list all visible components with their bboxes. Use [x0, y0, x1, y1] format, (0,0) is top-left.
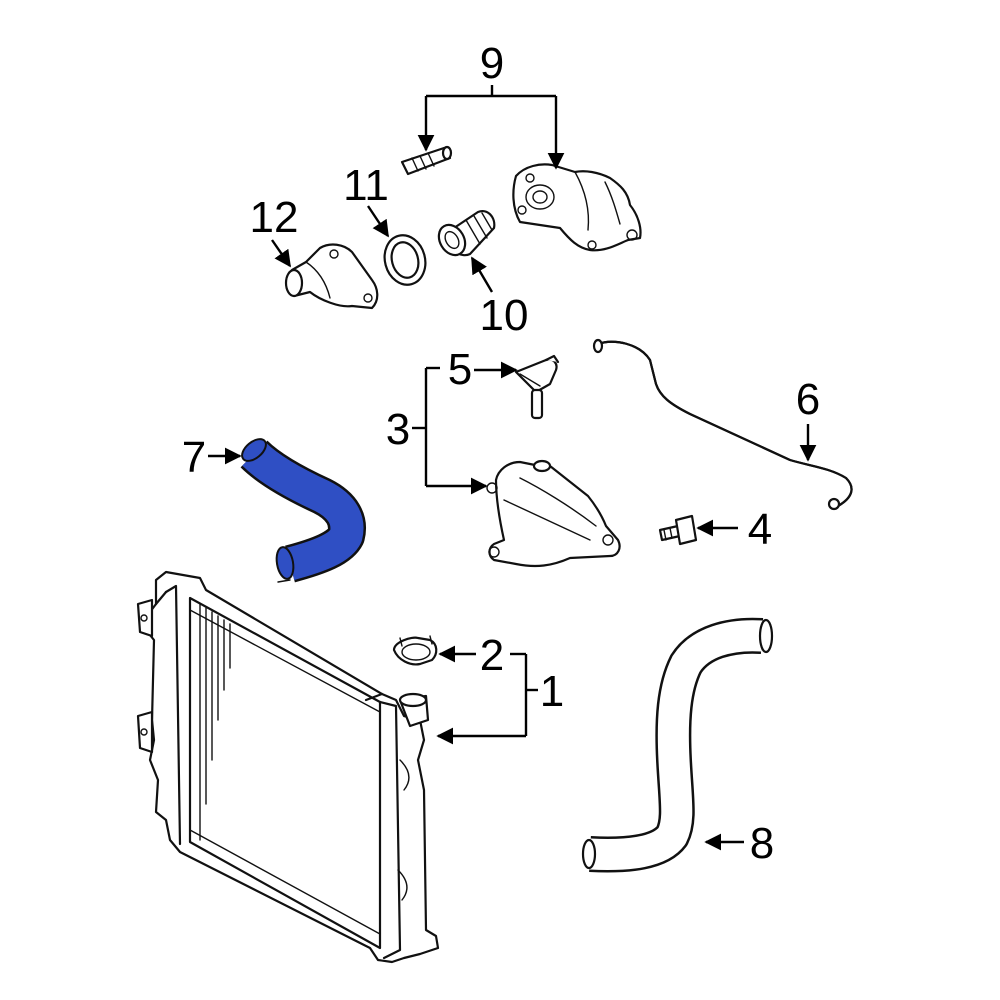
part-10-thermostat[interactable]	[434, 210, 496, 260]
part-12-water-inlet[interactable]	[284, 243, 379, 310]
part-9-stud[interactable]	[400, 145, 453, 176]
callout-12: 12	[250, 193, 299, 242]
part-8-lower-hose[interactable]	[581, 617, 774, 873]
callout-11: 11	[343, 161, 389, 210]
part-4-bolt[interactable]	[658, 514, 698, 546]
part-3-reservoir[interactable]	[486, 459, 621, 568]
part-9-thermostat-housing[interactable]	[512, 163, 642, 252]
callout-4: 4	[748, 505, 772, 554]
part-2-radiator-cap[interactable]	[392, 635, 438, 666]
callout-7: 7	[182, 433, 206, 482]
part-7-upper-hose[interactable]	[238, 435, 366, 583]
leader-lines	[208, 85, 817, 851]
callout-10: 10	[480, 291, 529, 340]
part-5-cap[interactable]	[514, 354, 560, 420]
callout-2: 2	[480, 631, 504, 680]
callout-9: 9	[480, 39, 504, 88]
callout-8: 8	[750, 819, 774, 868]
callout-3: 3	[386, 405, 410, 454]
callout-5: 5	[448, 345, 472, 394]
part-6-overflow-hose[interactable]	[592, 338, 853, 511]
callout-1: 1	[540, 667, 564, 716]
part-11-gasket[interactable]	[379, 231, 431, 290]
callout-6: 6	[796, 375, 820, 424]
part-1-radiator[interactable]	[136, 570, 440, 964]
